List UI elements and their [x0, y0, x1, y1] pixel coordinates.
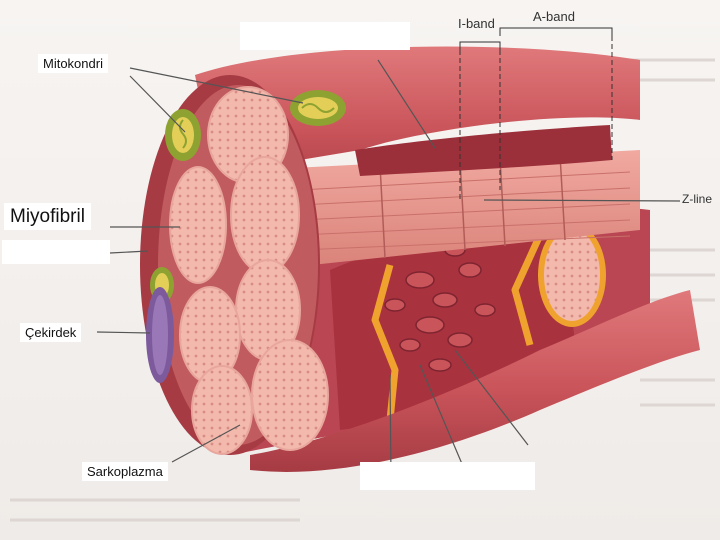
leader-lines [96, 59, 681, 479]
mitochondria [150, 90, 346, 303]
sarcolemma-outer [195, 46, 640, 200]
nucleus-inner [152, 295, 168, 375]
label-sarkoplazma: Sarkoplazma [82, 462, 168, 481]
label-miyofibril: Miyofibril [4, 203, 91, 230]
myofibril-exposed [538, 223, 606, 327]
label-mask-top [240, 22, 410, 50]
label-mask-bottom [360, 462, 535, 490]
myofibril-cross-sections [169, 86, 329, 455]
label-cekirdek: Çekirdek [20, 323, 82, 342]
sarcolemma-lower [250, 290, 700, 472]
label-z-line: Z-line [682, 192, 713, 206]
reticulum-upper [355, 125, 612, 176]
label-mitokondri: Mitokondri [38, 54, 108, 73]
band-brackets [459, 27, 613, 200]
label-i-band: I-band [458, 16, 495, 31]
label-mask-left [2, 240, 110, 264]
cross-section [140, 75, 346, 455]
myofibril-striated [255, 150, 640, 270]
label-a-band: A-band [533, 9, 575, 24]
